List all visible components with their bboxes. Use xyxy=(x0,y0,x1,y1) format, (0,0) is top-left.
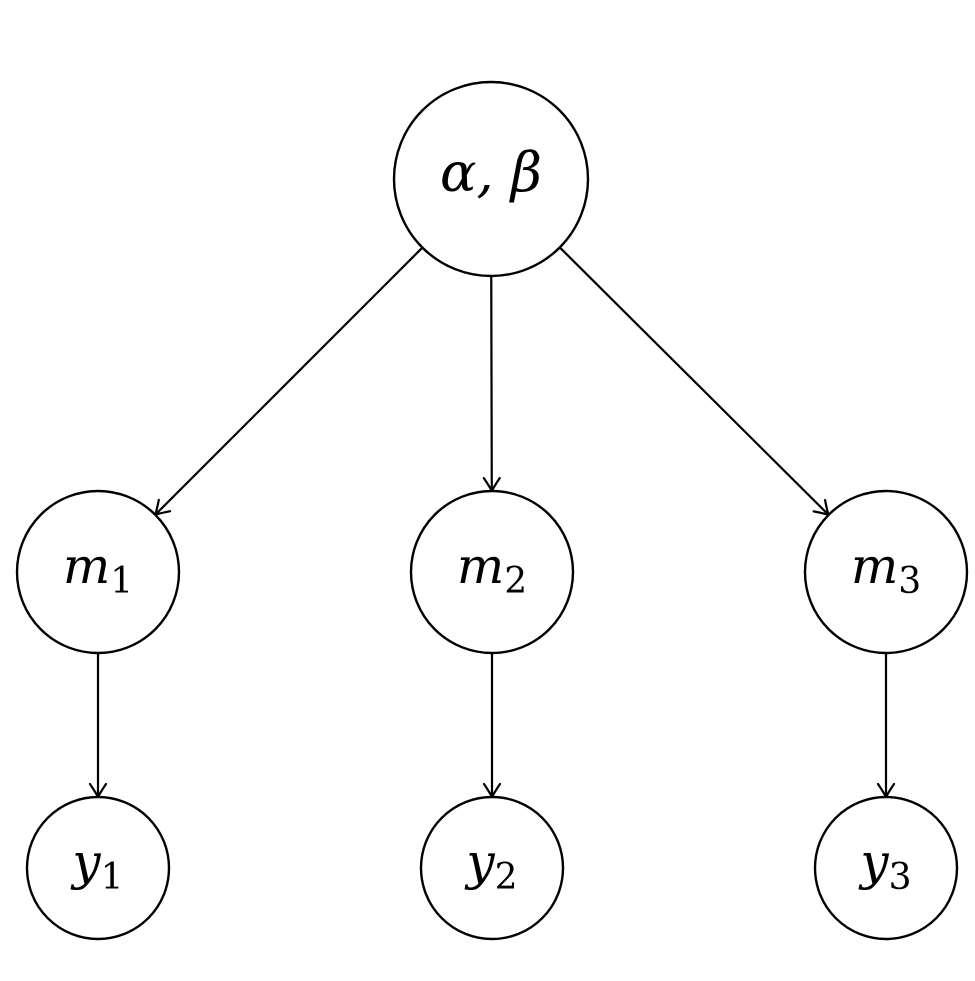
node-circle xyxy=(392,80,590,278)
node-label-main: y xyxy=(858,833,889,891)
node-label: m3 xyxy=(851,537,921,602)
node-circle xyxy=(419,795,565,941)
node-alpha_beta: α, β xyxy=(392,80,590,278)
node-label-subscript: 1 xyxy=(101,857,124,898)
node-label-main: m xyxy=(851,537,898,595)
node-label-subscript: 2 xyxy=(495,857,518,898)
node-m1: m1 xyxy=(15,489,181,655)
node-circle xyxy=(15,489,181,655)
edge-line xyxy=(558,246,830,516)
node-label: y1 xyxy=(70,833,123,898)
node-label-subscript: 3 xyxy=(898,561,921,602)
node-m3: m3 xyxy=(803,489,969,655)
node-y1: y1 xyxy=(25,795,171,941)
edge-line xyxy=(490,275,493,492)
edge-alpha_beta-to-m2 xyxy=(482,275,501,493)
node-label-main: α, β xyxy=(440,141,542,204)
node-label-main: m xyxy=(457,537,504,595)
node-label-subscript: 2 xyxy=(504,561,527,602)
node-label-subscript: 1 xyxy=(110,561,133,602)
node-label: y2 xyxy=(464,833,517,898)
node-label: y3 xyxy=(858,833,911,898)
node-circle xyxy=(803,489,969,655)
node-y2: y2 xyxy=(419,795,565,941)
edge-line xyxy=(154,246,424,516)
node-circle xyxy=(409,489,575,655)
edge-alpha_beta-to-m3 xyxy=(558,246,830,516)
node-y3: y3 xyxy=(813,795,959,941)
node-label-main: m xyxy=(63,537,110,595)
node-label: m1 xyxy=(63,537,133,602)
edge-m3-to-y3 xyxy=(876,653,896,799)
node-m2: m2 xyxy=(409,489,575,655)
node-label-subscript: 3 xyxy=(889,857,912,898)
edge-m2-to-y2 xyxy=(482,653,502,799)
node-circle xyxy=(25,795,171,941)
node-label: α, β xyxy=(440,141,542,204)
node-circle xyxy=(813,795,959,941)
edge-alpha_beta-to-m1 xyxy=(154,246,424,516)
node-label-main: y xyxy=(464,833,495,891)
edges-layer xyxy=(88,246,896,799)
node-label-main: y xyxy=(70,833,101,891)
node-label: m2 xyxy=(457,537,527,602)
edge-m1-to-y1 xyxy=(88,653,108,799)
